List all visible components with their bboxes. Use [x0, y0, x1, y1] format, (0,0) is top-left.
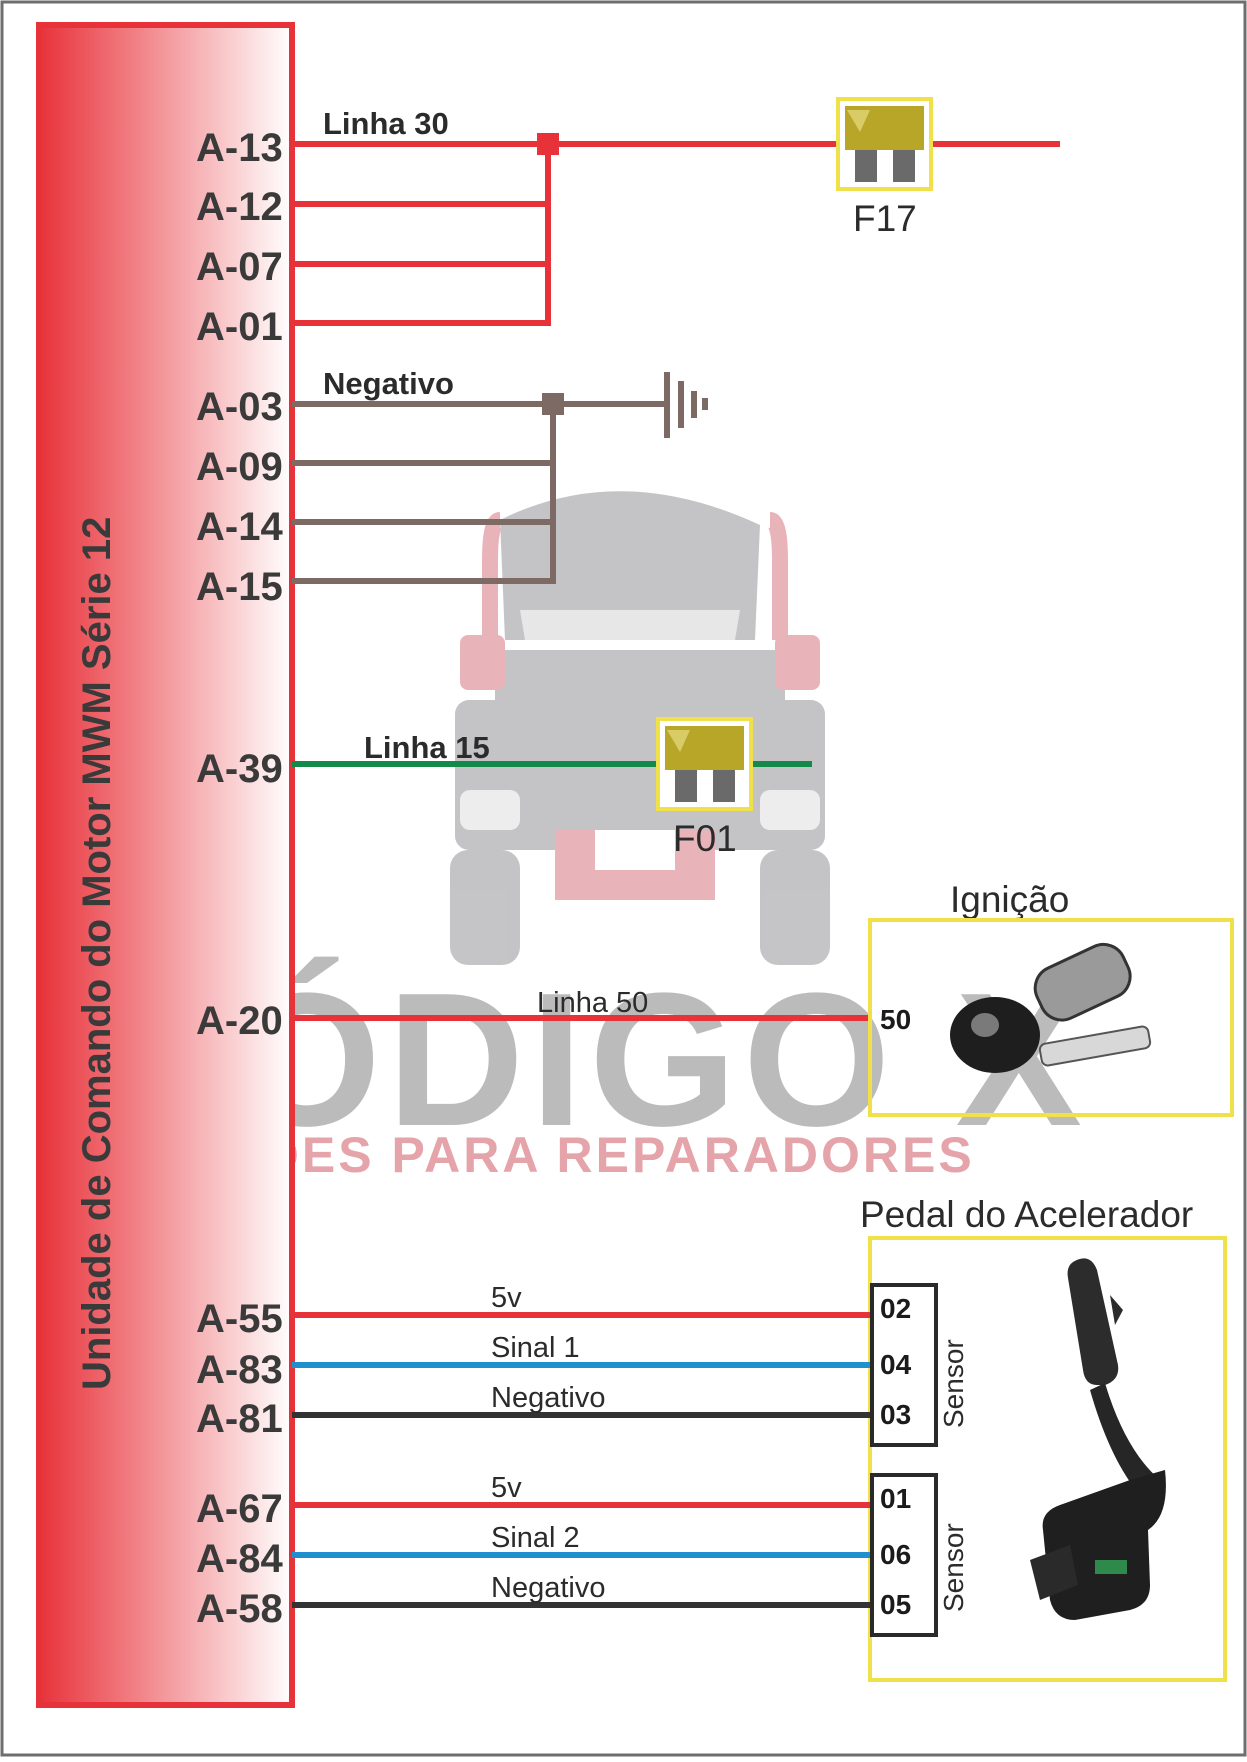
- sensor-terminal: 06: [880, 1539, 911, 1570]
- pin-label: A-14: [196, 505, 283, 549]
- pin-label: A-09: [196, 445, 283, 489]
- wire-label: Sinal 2: [491, 1522, 580, 1554]
- sensor-label: Sensor: [938, 1523, 969, 1612]
- negativo-circuit: Negativo: [292, 366, 708, 584]
- accelerator-pedal-icon: [1030, 1258, 1166, 1620]
- pin-label: A-15: [196, 565, 283, 609]
- wire-label: 5v: [491, 1472, 522, 1504]
- sensor-terminal: 05: [880, 1589, 911, 1620]
- ignition-key-icon: [950, 942, 1152, 1073]
- fuse-icon: [836, 97, 933, 191]
- pin-label: A-13: [196, 126, 283, 170]
- ignition-box: [868, 918, 1234, 1117]
- sensor-connector: [870, 1473, 938, 1637]
- sensor-terminal: 04: [880, 1349, 912, 1380]
- splice-node: [542, 393, 564, 415]
- ignition-terminal: 50: [880, 1004, 911, 1035]
- pin-label: A-07: [196, 245, 283, 289]
- wire-label: Negativo: [491, 1382, 605, 1414]
- pin-label: A-83: [196, 1348, 283, 1392]
- pin-label: A-55: [196, 1297, 283, 1341]
- linha30-circuit: Linha 30 F17: [292, 97, 1060, 326]
- pin-label: A-03: [196, 385, 283, 429]
- pedal-title: Pedal do Acelerador: [860, 1194, 1193, 1235]
- pin-label: A-01: [196, 305, 283, 349]
- negativo-label: Negativo: [323, 366, 454, 401]
- ecu-title: Unidade de Comando do Motor MWM Série 12: [75, 517, 119, 1390]
- wire-label: Sinal 1: [491, 1332, 580, 1364]
- pin-label: A-67: [196, 1487, 283, 1531]
- linha30-label: Linha 30: [323, 106, 449, 141]
- wire-label: 5v: [491, 1282, 522, 1314]
- linha50-label: Linha 50: [537, 987, 648, 1019]
- splice-node: [537, 133, 559, 155]
- fuse-label: F01: [673, 818, 737, 859]
- sensor-terminal: 03: [880, 1399, 911, 1430]
- ignition-title: Ignição: [950, 879, 1069, 920]
- fuse-icon: [656, 717, 753, 811]
- sensor-terminal: 01: [880, 1483, 911, 1514]
- pedal-section: Pedal do Acelerador 5v Sinal 1 Negativo …: [292, 1194, 1227, 1682]
- linha50-circuit: Linha 50 Ignição 50: [292, 879, 1234, 1117]
- sensor-terminal: 02: [880, 1293, 911, 1324]
- pin-label: A-81: [196, 1397, 283, 1441]
- ecu-block: [36, 22, 295, 1708]
- sensor-label: Sensor: [938, 1339, 969, 1428]
- truck-watermark: [450, 491, 830, 965]
- fuse-label: F17: [853, 198, 917, 239]
- pin-label: A-58: [196, 1587, 283, 1631]
- pedal-box: [868, 1236, 1227, 1682]
- pin-labels: A-13 A-12 A-07 A-01 A-03 A-09 A-14 A-15 …: [196, 126, 283, 1631]
- linha15-circuit: Linha 15 F01: [292, 717, 812, 859]
- pin-label: A-12: [196, 185, 283, 229]
- pin-label: A-39: [196, 747, 283, 791]
- pin-label: A-84: [196, 1537, 283, 1581]
- wire-label: Negativo: [491, 1572, 605, 1604]
- pin-label: A-20: [196, 999, 283, 1043]
- linha15-label: Linha 15: [364, 730, 490, 765]
- ground-icon: [664, 372, 708, 438]
- sensor-connector: [870, 1283, 938, 1447]
